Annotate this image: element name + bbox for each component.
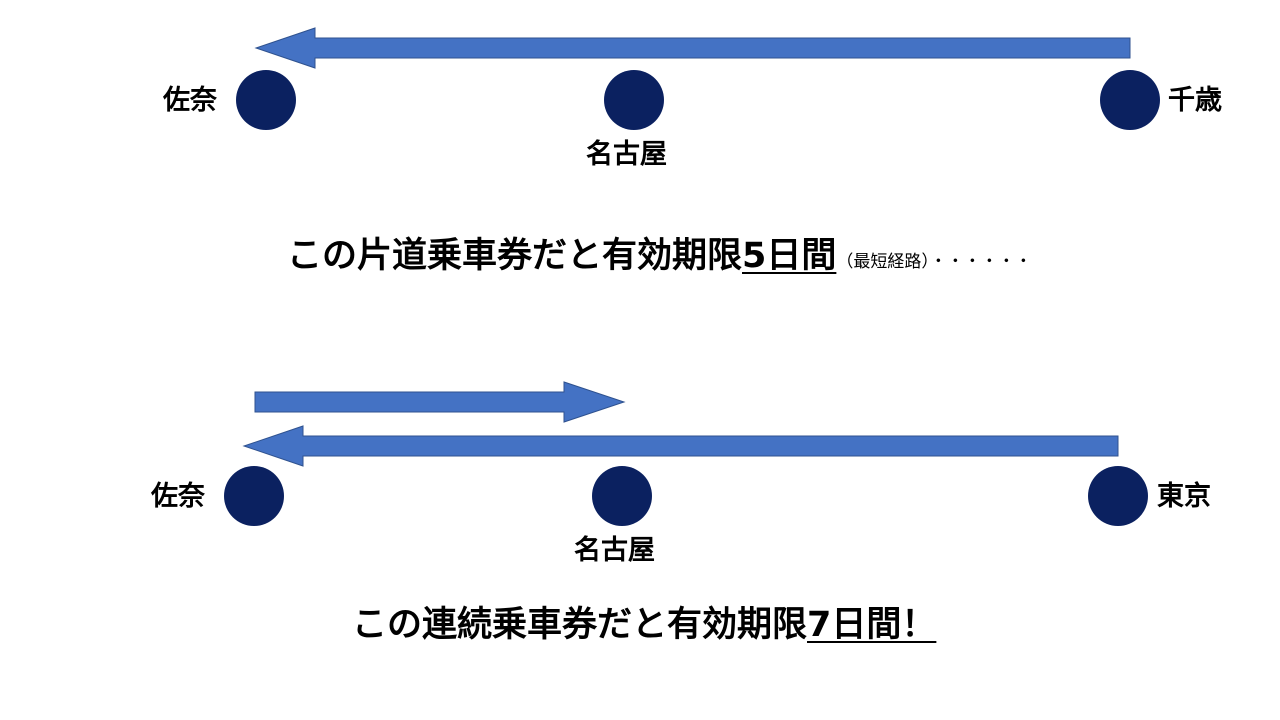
top-statement: この片道乗車券だと有効期限5日間（最短経路）・・・・・・ (287, 239, 1032, 274)
bottom-station-dot-right (1088, 466, 1148, 526)
top-statement-trail: ・・・・・・ (929, 252, 1032, 272)
bottom-station-dot-left (224, 466, 284, 526)
bottom-station-dot-middle (592, 466, 652, 526)
bottom-statement-lead: この連続乗車券だと有効期限 (352, 605, 808, 645)
bottom-station-label-right: 東京 (1157, 481, 1211, 512)
top-station-label-middle: 名古屋 (586, 139, 667, 170)
top-statement-emphasis: 5日間 (742, 236, 837, 276)
top-station-label-right: 千歳 (1168, 85, 1222, 116)
top-route-arrow (254, 27, 1131, 69)
bottom-station-label-left: 佐奈 (151, 481, 205, 512)
top-station-dot-left (236, 70, 296, 130)
top-statement-note: （最短経路） (836, 252, 930, 272)
top-station-dot-right (1100, 70, 1160, 130)
top-statement-lead: この片道乗車券だと有効期限 (287, 236, 743, 276)
bottom-statement: この連続乗車券だと有効期限7日間！ (352, 608, 936, 643)
bottom-station-label-middle: 名古屋 (574, 535, 655, 566)
bottom-route-arrow-return (242, 425, 1119, 467)
top-station-dot-middle (604, 70, 664, 130)
bottom-statement-emphasis: 7日間！ (807, 605, 937, 645)
top-station-label-left: 佐奈 (163, 85, 217, 116)
bottom-route-arrow-outbound (254, 381, 626, 423)
